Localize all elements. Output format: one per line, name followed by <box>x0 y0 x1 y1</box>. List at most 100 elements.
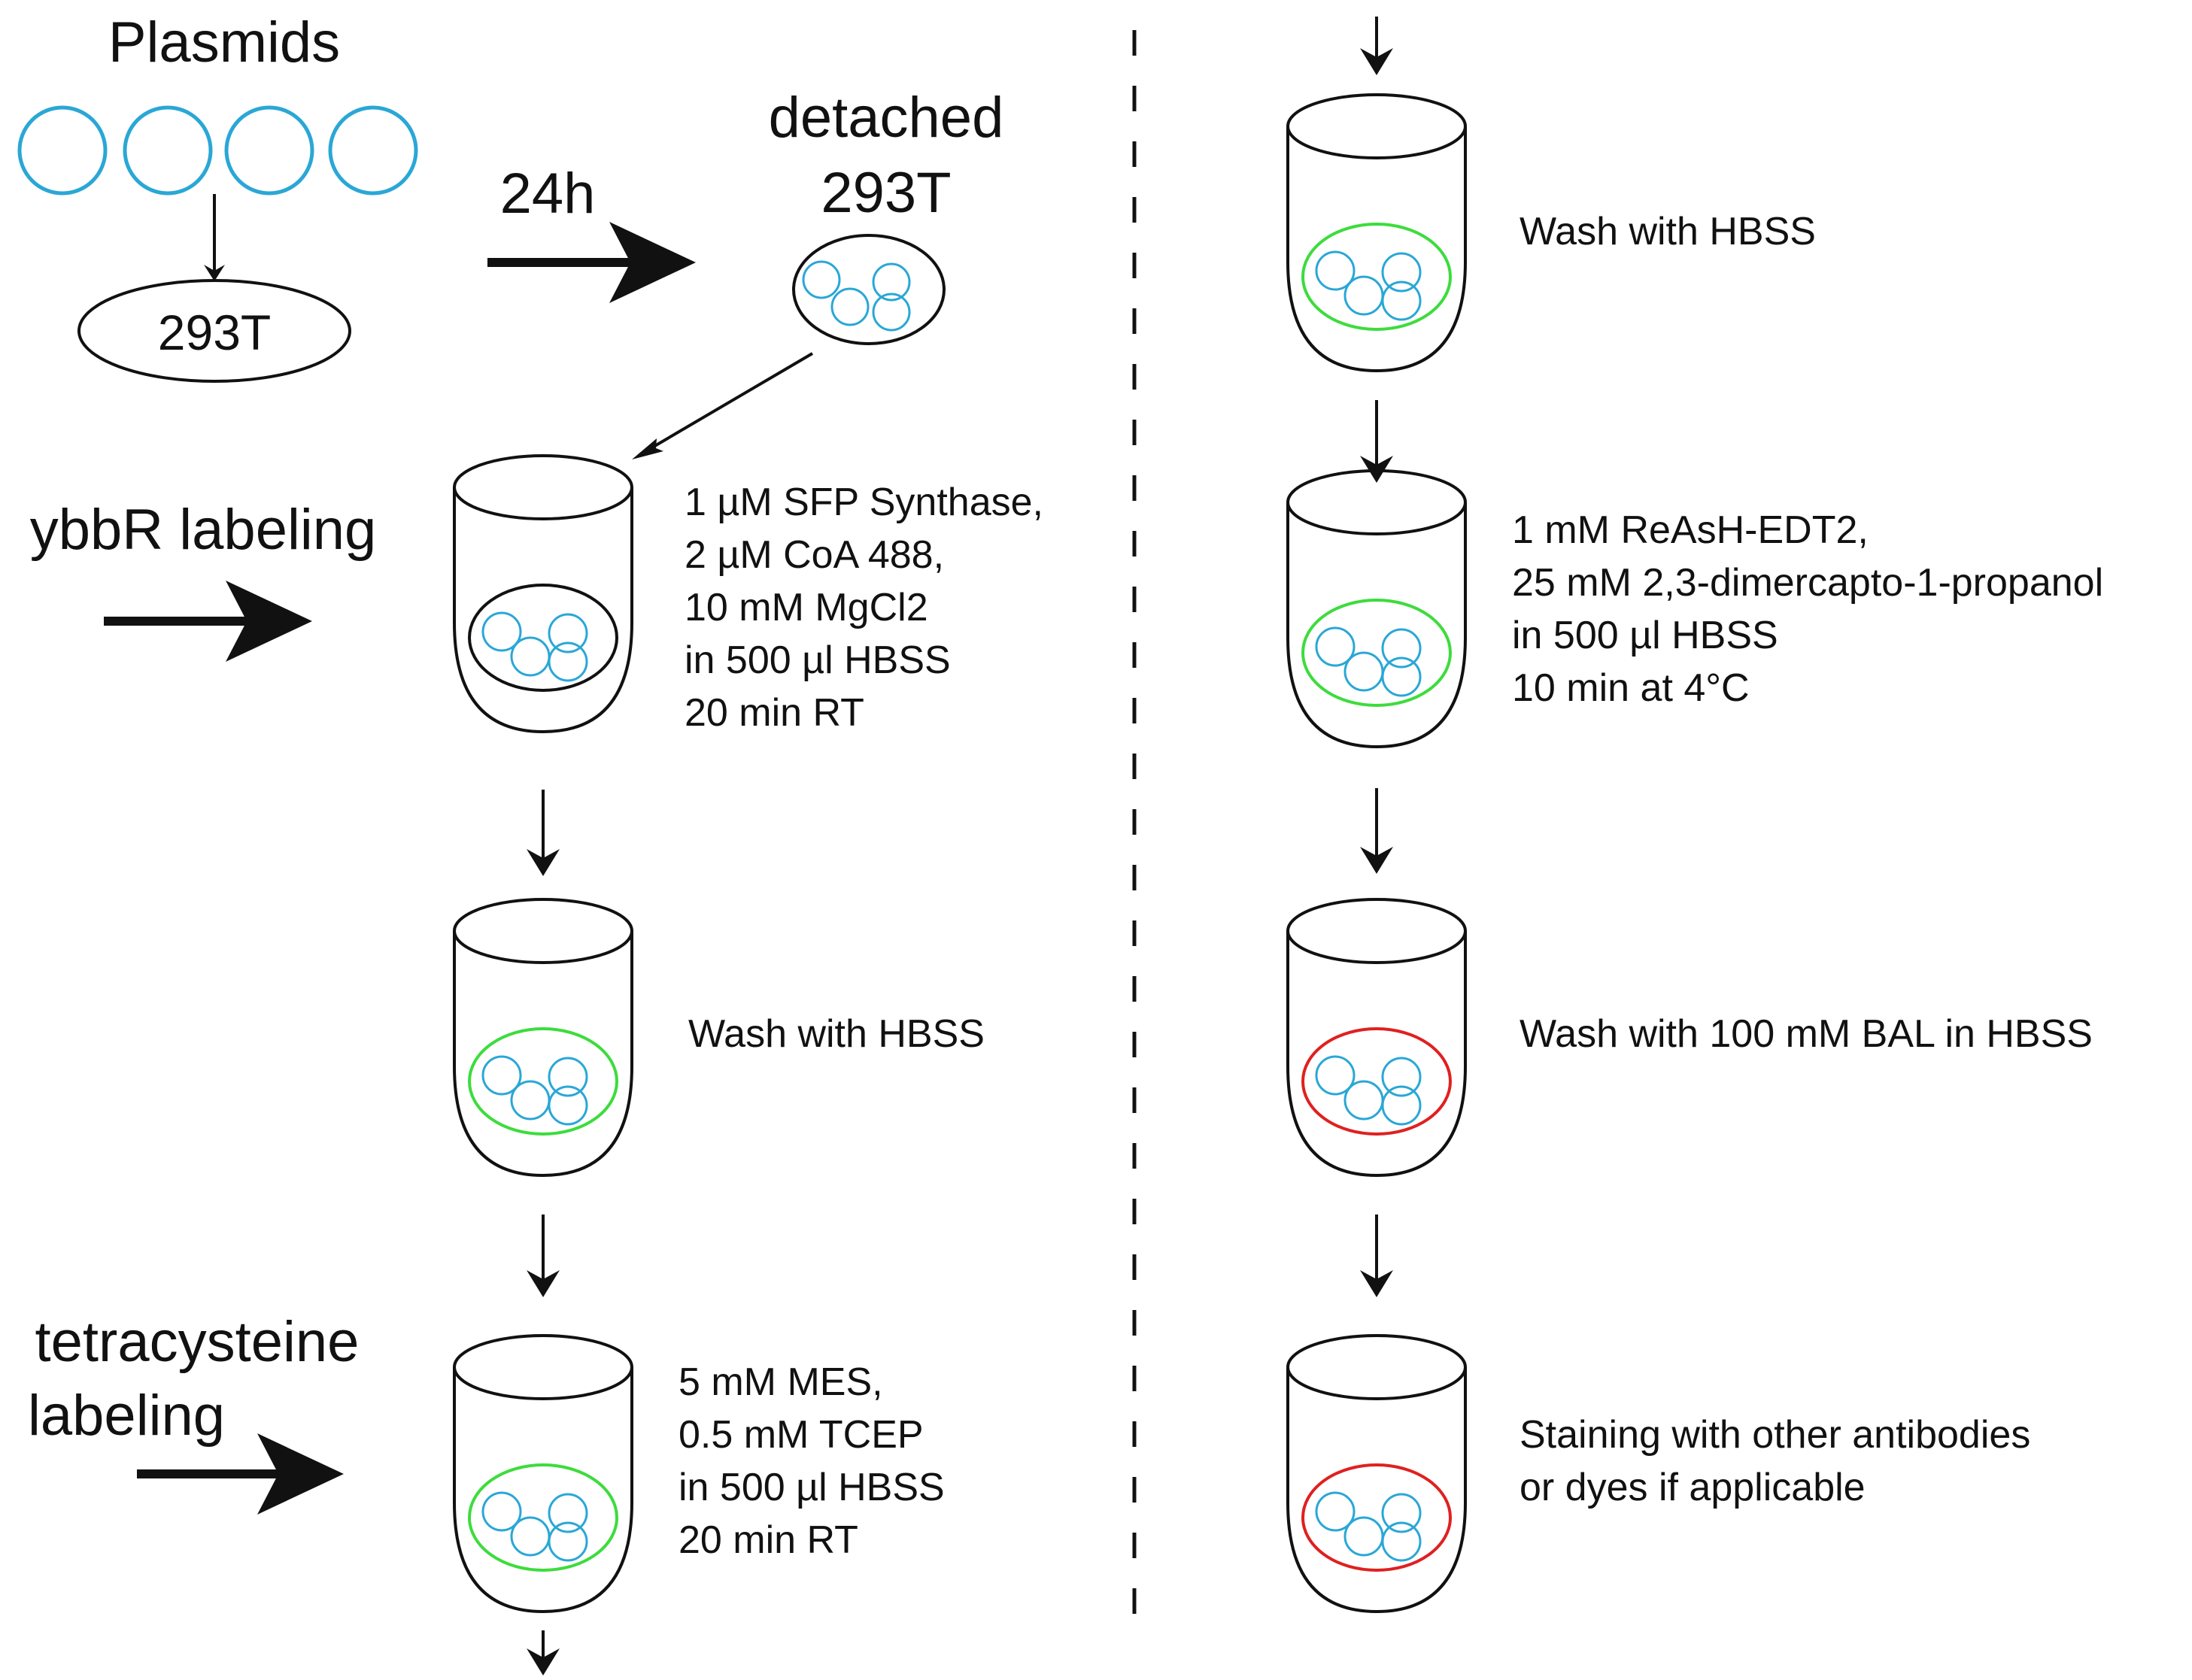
cell-pellet-ellipse <box>468 1463 618 1572</box>
step-reash-line: 10 min at 4°C <box>1512 666 1750 710</box>
step-tcep-line: in 500 µl HBSS <box>679 1466 945 1509</box>
cell-circle <box>872 262 911 302</box>
step-stain-text: Staining with other antibodies or dyes i… <box>1520 1413 2042 1509</box>
detached-label-line2: 293T <box>821 161 951 225</box>
plasmids-label: Plasmids <box>108 11 340 74</box>
tube-rim <box>1286 93 1467 159</box>
step-wash-right-text: Wash with HBSS <box>1520 210 1816 253</box>
detached-label-line1: detached <box>769 86 1004 150</box>
step-ybbr-line: 10 mM MgCl2 <box>685 586 928 629</box>
cell-circle <box>548 1057 588 1097</box>
down-arrow <box>527 790 560 876</box>
step-ybbr-text: 1 µM SFP Synthase, 2 µM CoA 488, 10 mM M… <box>685 481 1054 735</box>
tube-body <box>1286 1367 1467 1614</box>
step-reash-line: 25 mM 2,3-dimercapto-1-propanol <box>1512 561 2103 605</box>
time-label: 24h <box>500 162 596 226</box>
plasmid-circle <box>224 105 314 196</box>
ybbr-arrowhead <box>226 581 312 662</box>
tube-stain <box>1286 1334 1467 1614</box>
down-arrow-head <box>527 1270 560 1297</box>
tube-body <box>1286 502 1467 749</box>
tube-bal <box>1286 898 1467 1178</box>
step-ybbr-line: in 500 µl HBSS <box>685 638 951 682</box>
vertical-arrows <box>527 17 1393 1675</box>
tube-ybbr <box>453 454 633 734</box>
cell-circle <box>510 1080 551 1121</box>
step-tcep-line: 5 mM MES, <box>679 1360 883 1404</box>
step-bal-text: Wash with 100 mM BAL in HBSS <box>1520 1012 2093 1056</box>
tube-rim <box>1286 1334 1467 1400</box>
cell-circle <box>548 1085 588 1126</box>
plasmid-circles <box>17 105 418 196</box>
cell-circle <box>1343 651 1384 692</box>
detached-cells <box>802 260 911 332</box>
cell-circle <box>510 636 551 677</box>
cell-circle <box>548 1493 588 1533</box>
cell-pellet-ellipse <box>468 584 618 692</box>
tetra-arrowhead <box>257 1433 344 1515</box>
cell-pellet-ellipse <box>468 1027 618 1136</box>
cell-293t-ellipse <box>77 279 351 383</box>
cell-circle <box>548 1521 588 1562</box>
step-wash-left-text: Wash with HBSS <box>688 1012 985 1056</box>
down-arrow-head <box>1360 48 1393 75</box>
cell-circle <box>1315 250 1356 291</box>
ybbr-label: ybbR labeling <box>30 498 377 562</box>
cell-circle <box>1381 628 1422 669</box>
down-arrow <box>1360 400 1393 483</box>
tube-body <box>453 1367 633 1614</box>
tube-wash-right <box>1286 93 1467 373</box>
plasmid-arrowhead <box>204 265 225 281</box>
down-arrow-head <box>1360 456 1393 483</box>
down-arrow <box>1360 17 1393 75</box>
cell-circle <box>1381 281 1422 321</box>
tube-rim <box>453 454 633 520</box>
cell-circle <box>1381 657 1422 697</box>
down-arrow <box>1360 788 1393 874</box>
step-reash-text: 1 mM ReAsH-EDT2, 25 mM 2,3-dimercapto-1-… <box>1512 508 2115 710</box>
tube-reash <box>1286 469 1467 749</box>
tube-rim <box>1286 898 1467 964</box>
detached-cell-ellipse <box>792 234 946 345</box>
cell-pellet-ellipse <box>1301 1463 1452 1572</box>
cell-pellet-ellipse <box>1301 1027 1452 1136</box>
tubes <box>453 93 1467 1614</box>
cell-circle <box>1381 252 1422 293</box>
tube-rim <box>453 898 633 964</box>
down-arrow <box>527 1215 560 1297</box>
cell-circle <box>548 641 588 682</box>
cell-circle <box>481 1491 522 1532</box>
tube-body <box>1286 931 1467 1178</box>
down-arrow <box>527 1630 560 1675</box>
tube-body <box>1286 126 1467 373</box>
step-reash-line: 1 mM ReAsH-EDT2, <box>1512 508 1869 552</box>
plasmid-circle <box>123 105 213 196</box>
step-reash-line: in 500 µl HBSS <box>1512 614 1778 657</box>
step-tcep-line: 0.5 mM TCEP <box>679 1413 923 1457</box>
cell-circle <box>1315 1055 1356 1096</box>
step-tcep-line: 20 min RT <box>679 1518 858 1562</box>
cell-circle <box>481 1055 522 1096</box>
step-stain-line: Staining with other antibodies <box>1520 1413 2030 1457</box>
step-stain-line: or dyes if applicable <box>1520 1466 1866 1509</box>
down-arrow-head <box>527 1648 560 1675</box>
cell-pellet-ellipse <box>1301 599 1452 707</box>
cell-circle <box>1343 275 1384 316</box>
down-arrow-head <box>527 849 560 876</box>
down-arrow <box>1360 1215 1393 1297</box>
time-arrowhead <box>609 222 696 303</box>
tube-rim <box>453 1334 633 1400</box>
plasmid-circle <box>328 105 418 196</box>
plasmid-circle <box>17 105 108 196</box>
cell-circle <box>1315 626 1356 667</box>
cell-circle <box>1315 1491 1356 1532</box>
tube-body <box>453 487 633 734</box>
cell-circle <box>548 613 588 654</box>
cell-circle <box>872 293 911 332</box>
step-ybbr-line: 1 µM SFP Synthase, <box>685 481 1043 524</box>
tube-body <box>453 931 633 1178</box>
down-arrow-head <box>1360 1270 1393 1297</box>
cell-pellet-ellipse <box>1301 223 1452 331</box>
detach-to-tube-arrow <box>638 352 814 456</box>
